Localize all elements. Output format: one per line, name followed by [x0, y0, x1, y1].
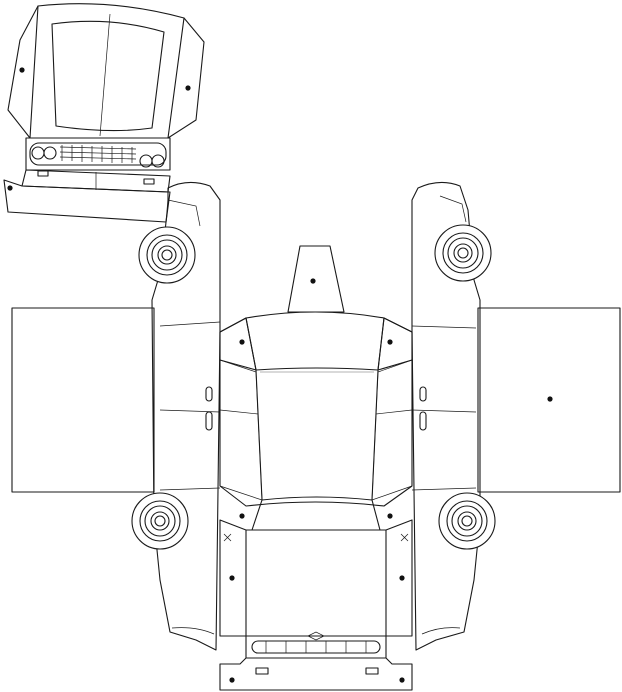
right-side-panel — [411, 181, 481, 651]
glue-dot — [399, 575, 405, 581]
left-flap — [11, 307, 155, 493]
right-flap — [477, 307, 621, 493]
cross-icon — [400, 533, 409, 542]
top-tab — [287, 245, 345, 313]
front-grille — [25, 137, 171, 171]
door-handle-icon — [205, 411, 213, 431]
glue-dot — [399, 677, 405, 683]
glue-dot — [229, 677, 235, 683]
headlight-icon — [43, 146, 57, 160]
wheel-rear-right — [438, 492, 496, 550]
headlight-icon — [151, 154, 165, 168]
cross-icon — [223, 533, 232, 542]
wheel-hub-icon — [157, 245, 177, 265]
wheel-hub-icon — [150, 511, 170, 531]
wheel-hub-icon — [453, 243, 473, 263]
door-handle-icon — [419, 386, 427, 402]
glue-dot — [547, 396, 553, 402]
trunk-panel — [219, 519, 413, 641]
rear-bumper — [219, 635, 413, 691]
glue-dot — [7, 185, 13, 191]
glue-dot — [239, 513, 245, 519]
left-side-panel — [151, 181, 221, 651]
roof-panel — [219, 311, 413, 531]
door-handle-icon — [419, 411, 427, 431]
door-handle-icon — [205, 386, 213, 402]
glue-dot — [310, 278, 316, 284]
glue-dot — [387, 513, 393, 519]
hood-window-outline — [51, 20, 165, 132]
glue-dot — [387, 339, 393, 345]
glue-dot — [19, 67, 25, 73]
glue-dot — [185, 85, 191, 91]
front-bumper — [3, 169, 171, 223]
glue-dot — [229, 575, 235, 581]
wheel-front-right — [434, 224, 492, 282]
hood-panel — [7, 3, 205, 139]
wheel-rear-left — [131, 492, 189, 550]
wheel-front-left — [138, 226, 196, 284]
wheel-hub-icon — [457, 511, 477, 531]
glue-dot — [239, 339, 245, 345]
